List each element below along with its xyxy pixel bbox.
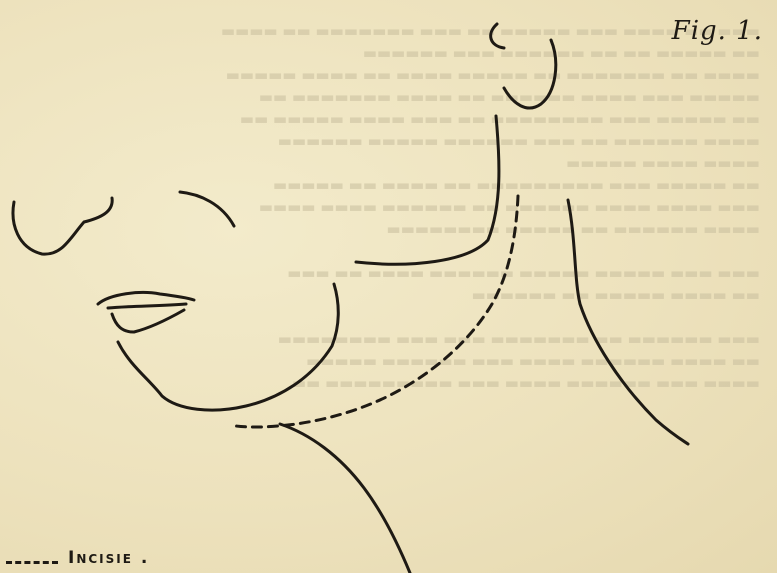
jaw-angle-line [356, 116, 499, 264]
throat-line [280, 424, 410, 573]
figure-number: Fig. 1. [672, 16, 763, 46]
upper-lip-outline [98, 292, 194, 304]
nose-outline [13, 198, 112, 254]
ear-lobe-outline [504, 40, 556, 108]
incision-dashed-line [236, 196, 518, 427]
legend-dashed-line-sample [6, 561, 58, 564]
legend: Incisie . [6, 548, 149, 568]
nape-line [568, 200, 688, 444]
lower-lip-outline [112, 310, 184, 332]
ear-outline [491, 24, 504, 48]
cheek-line [180, 192, 234, 226]
chin-jaw-line [118, 284, 338, 410]
legend-label: Incisie . [68, 548, 149, 568]
lip-line [108, 304, 186, 308]
